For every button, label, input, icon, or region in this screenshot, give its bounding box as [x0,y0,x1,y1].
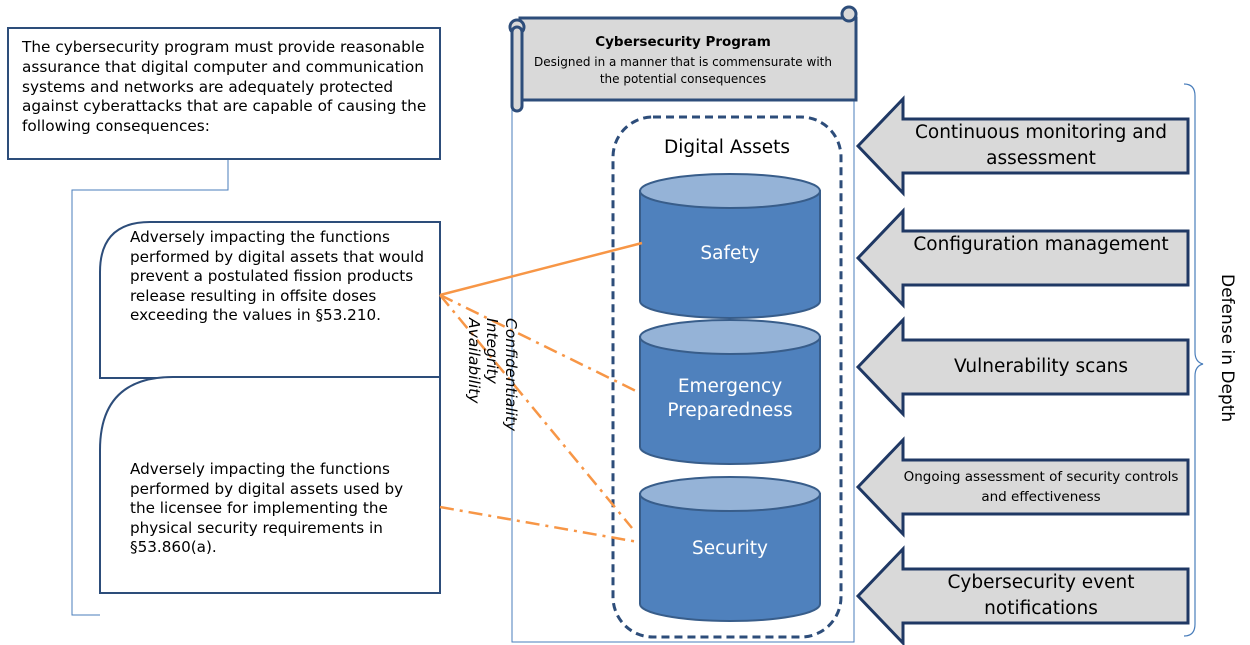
vulnerability-scans-label: Vulnerability scans [953,356,1129,377]
emergency-preparedness-label: Emergency Preparedness [667,376,793,421]
availability-label: Availability [465,318,483,404]
integrity-label: Integrity [483,318,502,384]
safety-label: Safety [700,243,760,264]
safety-cylinder [639,173,821,319]
program-scroll [508,5,858,113]
ongoing-assessment-label: Ongoing assessment of security controls … [903,469,1179,505]
arrow-event-notifications [855,545,1190,645]
arrow-configuration-management [855,207,1190,309]
arrow-continuous-monitoring [855,95,1190,197]
emergency-preparedness-cylinder [639,319,821,465]
arrow-ongoing-assessment [855,436,1190,538]
program-subtitle: Designed in a manner that is commensurat… [534,55,832,86]
program-title: Cybersecurity Program [595,34,771,50]
consequence-connector [71,160,229,616]
security-label: Security [692,538,768,559]
cia-label: Confidentiality Integrity Availability [465,318,520,468]
top-note-box [7,27,441,160]
event-notifications-label: Cybersecurity event notifications [947,572,1135,619]
continuous-monitoring-label: Continuous monitoring and assessment [914,122,1168,169]
security-cylinder [639,476,821,622]
arrow-vulnerability-scans [855,316,1190,418]
confidentiality-label: Confidentiality [502,318,520,432]
consequence-box-2 [99,376,441,594]
configuration-management-label: Configuration management [913,234,1169,255]
digital-assets-container [611,115,843,639]
top-note-text: The cybersecurity program must provide r… [22,38,427,136]
consequence-text-2: Adversely impacting the functions perfor… [130,460,404,557]
defense-in-depth-label: Defense in Depth [1217,274,1237,423]
defense-brace [1183,83,1204,637]
link-consequence1-emergency [439,293,639,394]
digital-assets-title: Digital Assets [663,137,791,158]
link-consequence1-security [439,294,633,529]
consequence-text-1: Adversely impacting the functions perfor… [130,228,424,325]
consequence-box-1 [99,221,441,379]
link-consequence2-security [439,505,639,544]
defense-arrows [855,95,1190,645]
link-consequence1-safety [439,241,643,297]
